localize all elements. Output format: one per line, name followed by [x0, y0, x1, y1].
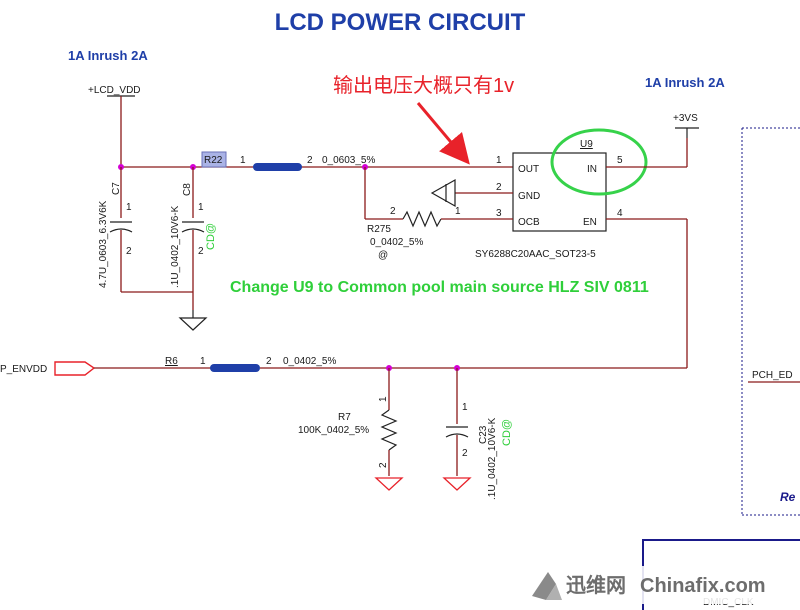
voltage-annotation: 输出电压大概只有1v — [333, 74, 514, 97]
r275-value: 0_0402_5% — [370, 237, 423, 248]
r22-body — [253, 163, 302, 171]
port-envdd — [54, 361, 96, 376]
r7-pin1: 1 — [378, 396, 389, 402]
c23-pin2: 2 — [462, 448, 468, 459]
sheet-label: Re — [780, 490, 796, 504]
page-title: LCD POWER CIRCUIT — [275, 9, 526, 36]
c23-value: .1U_0402_10V6-K — [487, 417, 498, 500]
r6-pin2: 2 — [266, 356, 272, 367]
c23-pin1: 1 — [462, 402, 468, 413]
u9-part: SY6288C20AAC_SOT23-5 — [475, 249, 596, 260]
r6-body — [210, 364, 260, 372]
c23-plate — [445, 433, 469, 438]
net-label-pch: PCH_ED — [752, 370, 793, 381]
net-label-envdd: P_ENVDD — [0, 364, 47, 375]
c8-plate — [181, 228, 205, 233]
inrush-label-left: 1A Inrush 2A — [68, 48, 148, 63]
c8-pin2: 2 — [198, 246, 204, 257]
watermark-background — [523, 566, 800, 604]
r7-pin2: 2 — [378, 462, 389, 468]
u9-pin-in: IN — [587, 164, 597, 175]
watermark-brand-en: Chinafix.com — [640, 575, 766, 597]
r6-pin1: 1 — [200, 356, 206, 367]
c23-ref: C23 — [478, 425, 489, 444]
c7-value: 4.7U_0603_6.3V6K — [98, 200, 109, 288]
c8-ref: C8 — [182, 183, 193, 196]
r6-ref: R6 — [165, 356, 178, 367]
u9-pin-num: 3 — [496, 208, 502, 219]
c7-plate — [109, 228, 133, 233]
c8-pin1: 1 — [198, 202, 204, 213]
u9-pin-num: 5 — [617, 155, 623, 166]
net-label-lcd-vdd: +LCD_VDD — [88, 85, 141, 96]
u9-pin-en: EN — [583, 217, 597, 228]
u9-body — [512, 152, 607, 232]
u9-pin-gnd: GND — [518, 191, 540, 202]
u9-pin-out: OUT — [518, 164, 539, 175]
u9-pin-ocb: OCB — [518, 217, 540, 228]
r7-value: 100K_0402_5% — [298, 425, 369, 436]
ground-icon — [178, 317, 208, 331]
ground-icon — [430, 178, 456, 208]
c8-cd-tag: CD@ — [205, 223, 217, 250]
r7-ref: R7 — [338, 412, 351, 423]
u9-pin-num: 2 — [496, 182, 502, 193]
c23-cd-tag: CD@ — [501, 419, 513, 446]
r275-pin2: 2 — [390, 206, 396, 217]
annotation-arrow — [416, 102, 470, 165]
r22-highlight — [201, 151, 227, 168]
c7-ref: C7 — [111, 182, 122, 195]
u9-pin-num: 1 — [496, 155, 502, 166]
watermark-brand-cn: 迅维网 — [566, 573, 626, 597]
net-label-3vs: +3VS — [673, 113, 698, 124]
r275-body — [402, 210, 442, 228]
r275-at: @ — [378, 250, 388, 261]
u9-highlight-circle — [550, 128, 648, 196]
r275-ref: R275 — [367, 224, 391, 235]
watermark-logo-icon — [532, 572, 562, 600]
change-note: Change U9 to Common pool main source HLZ… — [230, 279, 649, 296]
u9-ref: U9 — [580, 139, 593, 150]
c7-pin2: 2 — [126, 246, 132, 257]
ground-icon — [374, 477, 404, 491]
c7-pin1: 1 — [126, 202, 132, 213]
u9-pin-num: 4 — [617, 208, 623, 219]
r22-pin2: 2 — [307, 155, 313, 166]
r22-value: 0_0603_5% — [322, 155, 375, 166]
ground-icon — [442, 477, 472, 491]
r22-ref: R22 — [204, 155, 223, 166]
r275-pin1: 1 — [455, 206, 461, 217]
c8-value: .1U_0402_10V6-K — [170, 205, 181, 288]
inrush-label-right: 1A Inrush 2A — [645, 75, 725, 90]
r6-value: 0_0402_5% — [283, 356, 336, 367]
r7-body — [380, 409, 398, 451]
r22-pin1: 1 — [240, 155, 246, 166]
